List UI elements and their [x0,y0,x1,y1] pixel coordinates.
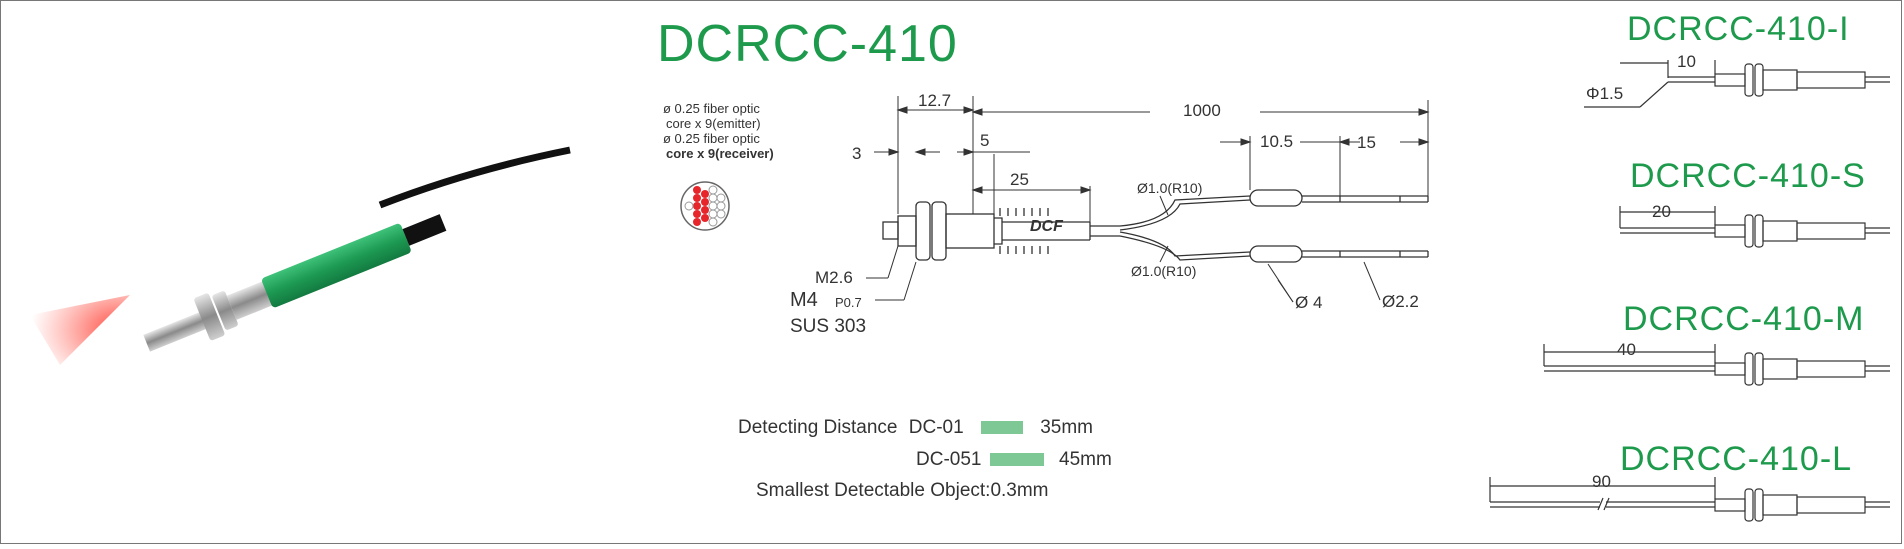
dim-25: 25 [1010,170,1029,189]
variant-l-drawing [1489,477,1890,522]
tip-diameter-4: Ø 4 [1295,293,1323,312]
hex-nut [194,293,225,341]
variant-i-diameter: Φ1.5 [1586,84,1624,103]
tail-diameter-2-2: Ø2.2 [1382,292,1419,311]
cable-jacket [402,214,447,246]
variant-title-l: DCRCC-410-L [1620,440,1853,478]
dim-10-5: 10.5 [1260,132,1294,151]
thread-pitch: P0.7 [835,295,862,310]
dim-5: 5 [980,131,990,150]
product-photo [30,146,571,365]
fiber-top-diameter: Ø1.0(R10) [1137,180,1203,196]
detect-bar-45 [989,453,1044,467]
fiber-cable [378,146,571,209]
fiber-note-3: ø 0.25 fiber optic [663,131,760,146]
fiber-bottom-diameter: Ø1.0(R10) [1131,263,1197,279]
variant-l-dim: 90 [1592,472,1611,491]
variant-title-s: DCRCC-410-S [1630,157,1866,195]
variant-m-dim: 40 [1617,340,1636,359]
detect-bar-35 [980,421,1023,435]
detect-value: 35mm [1040,417,1094,438]
fiber-note-4: core x 9(receiver) [666,146,774,161]
dim-15: 15 [1357,133,1376,152]
dim-3: 3 [852,144,862,163]
dim-1000: 1000 [1183,101,1221,120]
metal-sleeve [226,280,274,320]
fiber-note-1: ø 0.25 fiber optic [663,101,760,116]
variant-s-dim: 20 [1652,202,1671,221]
product-title: DCRCC-410 [657,15,958,73]
variant-s-drawing [1619,206,1890,248]
variant-i-drawing [1584,60,1890,108]
detect-label: Detecting Distance [738,417,898,438]
thread-m4: M4 [790,289,818,311]
variant-i-dim: 10 [1677,52,1696,71]
smallest-object: Smallest Detectable Object:0.3mm [756,480,1049,501]
detect-row-dc01: Detecting Distance DC-01 35mm [738,417,1093,439]
variant-title-i: DCRCC-410-I [1627,10,1850,48]
dim-12-7: 12.7 [918,91,952,110]
washer [212,291,238,330]
detect-value: 45mm [1059,449,1112,470]
variant-m-drawing [1543,344,1890,386]
variant-title-m: DCRCC-410-M [1623,300,1865,338]
green-sensor-body [262,223,411,308]
threaded-tip [143,306,220,352]
detect-row-dc051: DC-051 45mm [916,449,1112,471]
fiber-note-2: core x 9(emitter) [666,116,761,131]
material-label: SUS 303 [790,316,867,337]
detect-model: DC-01 [908,417,964,438]
thread-m2-6: M2.6 [815,268,853,287]
brand-label: DCF [1030,218,1063,235]
red-light-beam [30,295,130,365]
detect-model: DC-051 [916,449,982,470]
